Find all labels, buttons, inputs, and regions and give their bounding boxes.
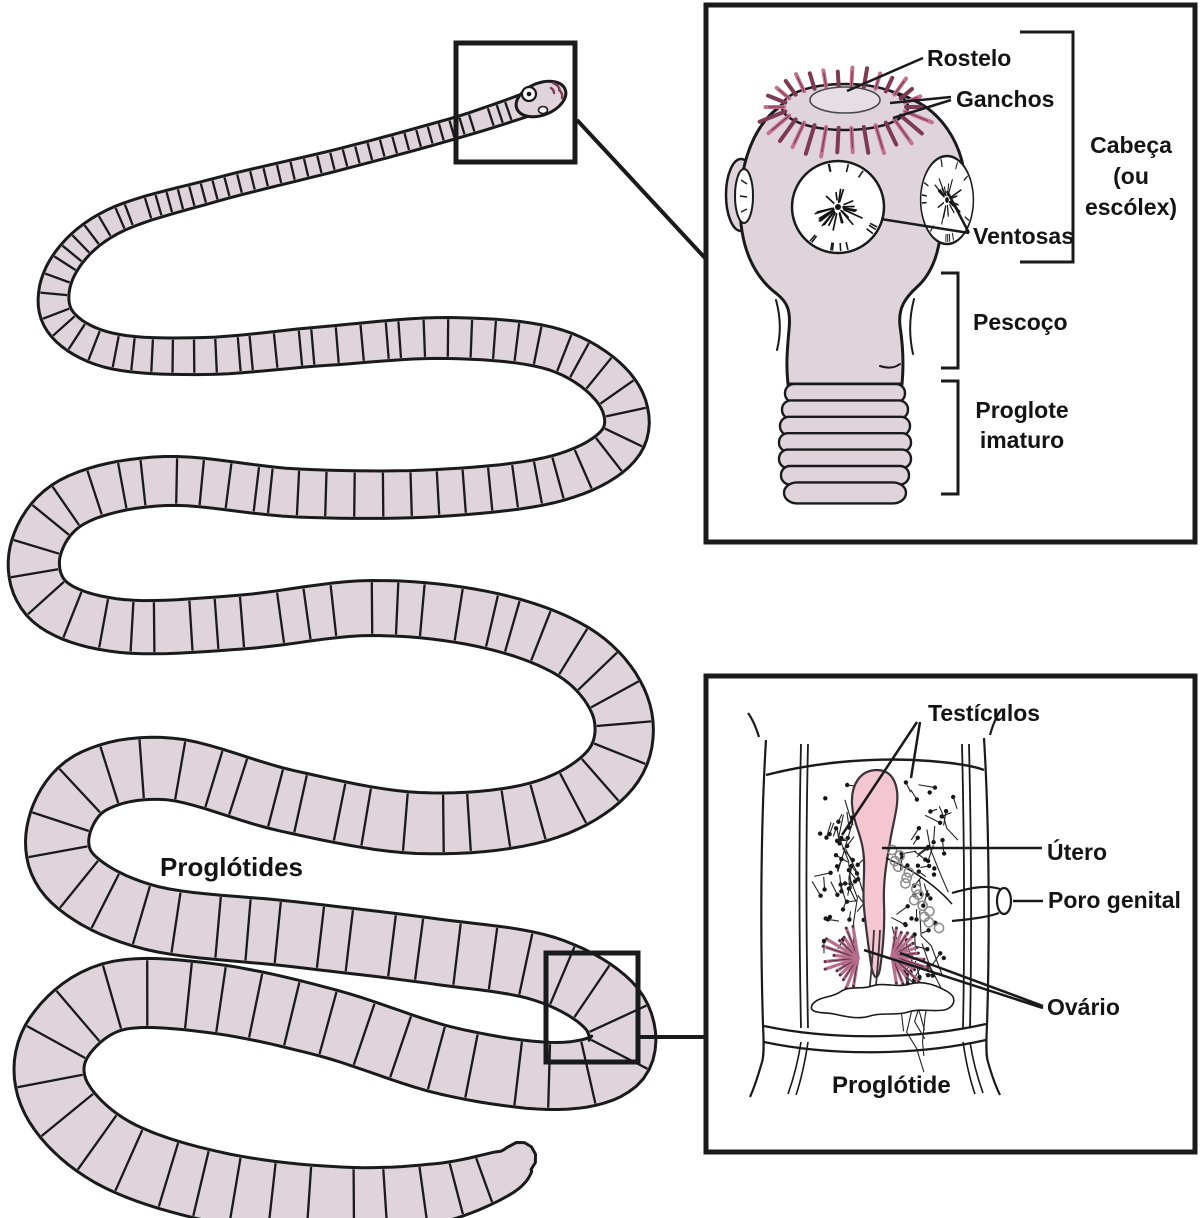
ganchos-label: Ganchos [956,86,1054,112]
segment-bottom-border [763,1022,987,1054]
ganchos-leader [889,95,952,120]
sperm-duct-coil-icon [886,844,945,934]
scolex-inset: Rostelo Ganchos Ventosas Cabeça (ou escó… [703,2,1198,545]
proglote-label-line2: imaturo [980,427,1064,453]
proglotides-label: Proglótides [160,852,303,882]
tapeworm-body [6,86,658,1218]
rostelo-leader [846,56,924,93]
poro-genital-label: Poro genital [1048,887,1181,913]
cabeca-label-line3: escólex) [1085,194,1177,220]
left-canal [798,743,809,1029]
cabeca-label-line1: Cabeça [1090,132,1172,158]
tapeworm-head [514,79,568,119]
ventosas-leader [880,190,971,235]
cabeca-label-line2: (ou [1113,163,1149,189]
head-hooks-icon [549,81,564,100]
vitelline-gland-icon [810,981,955,1019]
rostelo-label: Rostelo [927,45,1011,71]
testiculos-label: Testículos [928,700,1040,726]
genital-pore-icon [951,885,1001,923]
uterus-icon [850,768,899,979]
ovario-leader [863,948,1044,1010]
ovary-icon [821,924,930,990]
proglote-bracket [941,379,960,496]
proglottid-inset: Testículos Útero Poro genital Ovário Pro… [703,673,1198,1155]
right-canal [961,743,972,1029]
proglottid-inset-frame [703,673,1198,1155]
sucker-right [919,154,975,246]
pescoco-label: Pescoço [973,309,1068,335]
testiculos-leader [840,721,922,836]
segment-left-edge [748,739,768,1098]
immature-proglottids [777,382,913,505]
segment-top-border [765,758,985,777]
proglottide-caption: Proglótide [832,1072,951,1099]
cabeca-bracket [1020,30,1075,264]
proglottid-zoom-box [543,950,641,1065]
sucker-left [790,159,886,255]
proglote-label-line1: Proglote [975,397,1068,423]
segment-right-edge [982,737,1001,1096]
pescoco-bracket [941,271,960,370]
utero-label: Útero [1047,838,1107,865]
scolex-zoom-box [453,40,578,165]
ovario-label: Ovário [1047,994,1120,1020]
ventosas-label: Ventosas [973,223,1074,249]
scolex-connector-line [575,118,707,260]
rostellum-hooks-icon [757,65,935,159]
